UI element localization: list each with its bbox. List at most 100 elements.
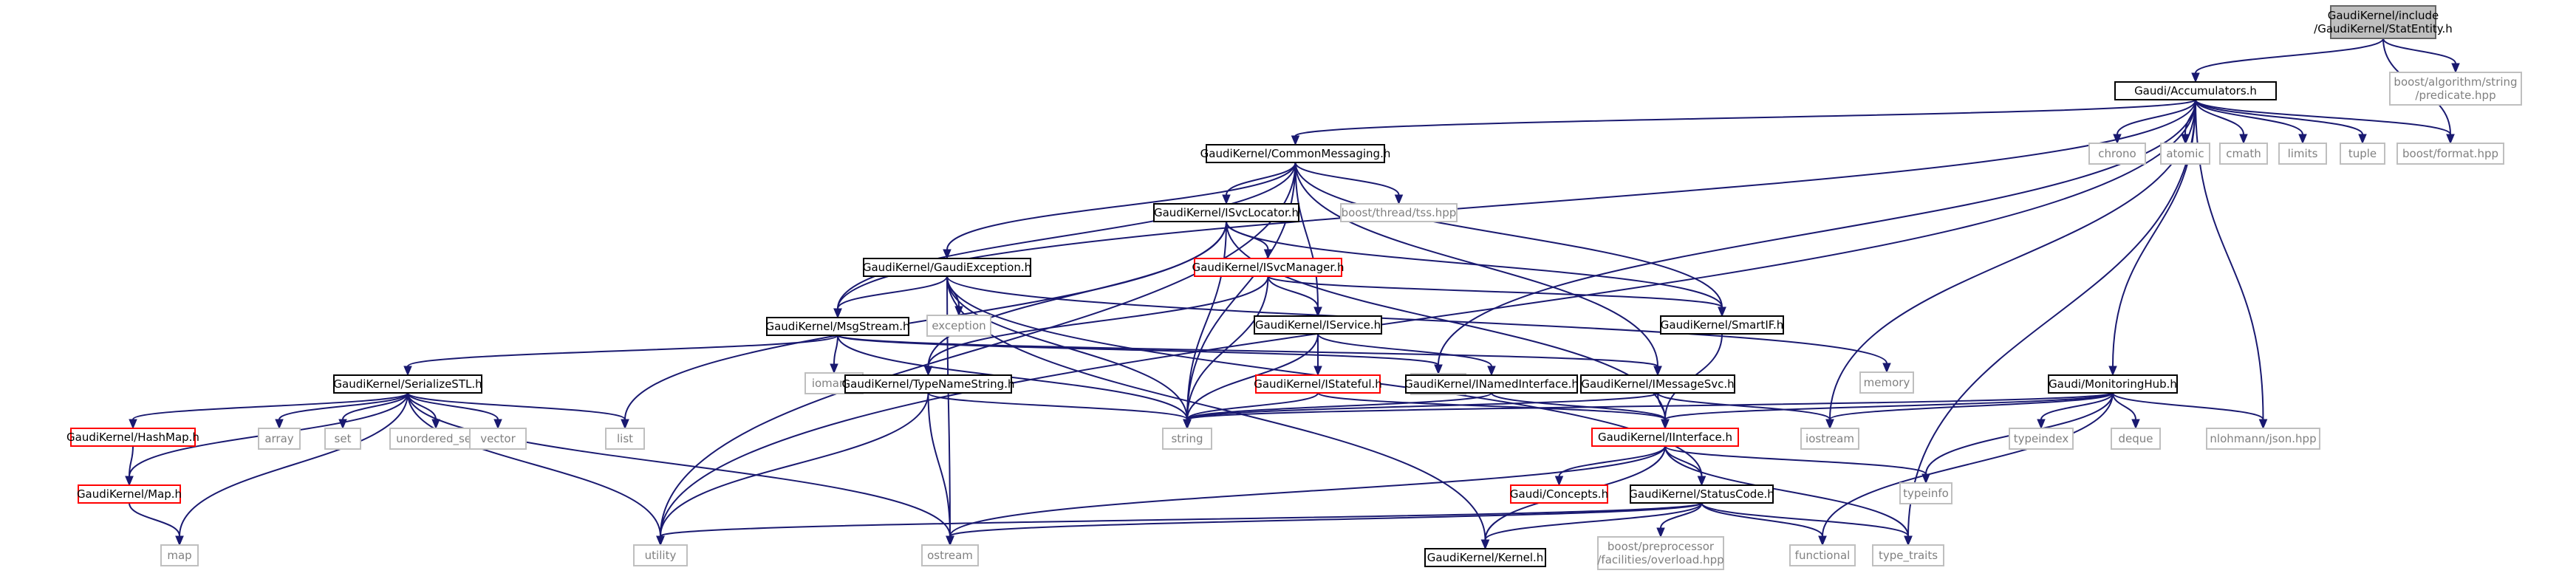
edge-arrowhead [1921, 473, 1930, 484]
edge-arrowhead [1222, 194, 1231, 205]
node-cm[interactable]: GaudiKernel/CommonMessaging.h [1200, 144, 1391, 163]
edge-arrowhead [656, 535, 665, 547]
node-typeindex: typeindex [2009, 428, 2074, 450]
edge-msgstream-to-sstream [837, 335, 1443, 375]
node-isvcmgr[interactable]: GaudiKernel/ISvcManager.h [1192, 258, 1345, 277]
edge-arrowhead [943, 249, 952, 260]
node-monhub[interactable]: Gaudi/MonitoringHub.h [2048, 374, 2178, 394]
edge-monhub-to-iostream [1825, 392, 2114, 430]
edge-line [1267, 275, 1319, 308]
node-concepts[interactable]: Gaudi/Concepts.h [1510, 484, 1608, 504]
node-box [2114, 81, 2277, 100]
edge-line [1317, 333, 1492, 367]
edge-line [129, 502, 180, 537]
edge-line [1491, 392, 1666, 420]
node-gexc[interactable]: GaudiKernel/GaudiException.h [863, 258, 1031, 277]
edge-line [1186, 221, 1227, 420]
node-memory: memory [1859, 371, 1914, 394]
edge-line [624, 221, 1227, 420]
edge-line [1186, 392, 1492, 420]
edge-line [1829, 392, 2114, 420]
node-box [1872, 544, 1944, 566]
edge-arrowhead [1825, 419, 1834, 430]
edge-arrowhead [1554, 476, 1564, 487]
node-label: GaudiKernel/MsgStream.h [765, 320, 909, 333]
node-label: Gaudi/Accumulators.h [2134, 84, 2257, 97]
edge-line [129, 445, 134, 477]
edge-line [1226, 162, 1296, 196]
edge-acc-to-limits [2195, 99, 2307, 145]
node-inamed[interactable]: GaudiKernel/INamedInterface.h [1404, 374, 1579, 394]
node-box [921, 544, 979, 566]
node-box [1153, 203, 1299, 222]
edge-line [407, 335, 838, 367]
edge-line [407, 392, 499, 420]
edge-acc-to-tuple [2195, 99, 2367, 145]
node-box [2088, 143, 2146, 165]
edge-monhub-to-iinterface [1661, 392, 2114, 430]
edge-arrowhead [125, 476, 134, 487]
node-box [2340, 143, 2385, 165]
node-box [1162, 428, 1212, 450]
node-deque: deque [2111, 428, 2161, 450]
edge-line [1186, 392, 1658, 420]
edge-line [279, 392, 409, 420]
node-acc[interactable]: Gaudi/Accumulators.h [2114, 81, 2277, 100]
edge-arrowhead [1263, 249, 1273, 260]
node-label: ostream [927, 549, 973, 562]
node-iservice[interactable]: GaudiKernel/IService.h [1254, 315, 1382, 335]
edge-line [1664, 392, 2114, 420]
node-label: boost/preprocessor [1608, 540, 1715, 553]
node-box [1580, 374, 1735, 394]
node-box [1510, 484, 1608, 504]
edge-isvcmgr-to-smartif [1267, 275, 1726, 318]
edge-statuscode-to-type_traits [1701, 502, 1913, 547]
node-box [1630, 484, 1774, 504]
edge-hashmap-to-map_h [125, 445, 134, 487]
node-box [2111, 428, 2161, 450]
node-tns[interactable]: GaudiKernel/TypeNameString.h [842, 374, 1015, 394]
edges-layer [125, 38, 2460, 550]
node-label: typeindex [2014, 432, 2069, 445]
edge-arrowhead [1718, 306, 1726, 318]
edge-acc-to-format [2195, 99, 2455, 145]
edge-cm-to-imsgsvc [1294, 162, 1662, 377]
node-box [2396, 143, 2504, 165]
edge-line [1317, 392, 1666, 420]
node-isvcloc[interactable]: GaudiKernel/ISvcLocator.h [1153, 203, 1299, 222]
edge-arrowhead [129, 419, 137, 430]
node-iinterface[interactable]: GaudiKernel/IInterface.h [1591, 428, 1739, 447]
edge-arrowhead [923, 366, 933, 377]
node-box [160, 544, 199, 566]
edge-monhub-to-typeindex [2037, 392, 2114, 430]
edge-line [2117, 99, 2196, 135]
node-imsgsvc[interactable]: GaudiKernel/IMessageSvc.h [1580, 374, 1735, 394]
edge-stat-to-acc [2191, 38, 2384, 83]
edge-line [342, 392, 409, 420]
node-hashmap[interactable]: GaudiKernel/HashMap.h [66, 428, 199, 447]
edge-line [1484, 502, 1703, 541]
node-serstl[interactable]: GaudiKernel/SerializeSTL.h [333, 374, 482, 394]
edge-line [1186, 392, 2114, 420]
edge-gexc-to-msgstream [833, 275, 948, 319]
node-label: memory [1864, 376, 1910, 389]
edge-monhub-to-string [1183, 392, 2114, 430]
node-pred: boost/algorithm/string/predicate.hpp [2389, 72, 2522, 106]
node-box [258, 428, 301, 450]
node-string: string [1162, 428, 1212, 450]
node-kernel[interactable]: GaudiKernel/Kernel.h [1424, 548, 1546, 567]
node-statuscode[interactable]: GaudiKernel/StatusCode.h [1629, 484, 1774, 504]
node-msgstream[interactable]: GaudiKernel/MsgStream.h [765, 317, 910, 336]
node-label: map [167, 549, 191, 562]
node-map_h[interactable]: GaudiKernel/Map.h [77, 484, 182, 504]
node-box [844, 374, 1012, 394]
node-stat[interactable]: GaudiKernel/include/GaudiKernel/StatEnti… [2314, 5, 2453, 39]
node-label: boost/algorithm/string [2394, 75, 2517, 89]
edge-line [1294, 162, 1400, 196]
node-smartif[interactable]: GaudiKernel/SmartIF.h [1660, 315, 1784, 335]
edge-line [660, 99, 2196, 537]
edge-serstl-to-ostream [407, 392, 954, 547]
edge-serstl-to-set [338, 392, 409, 430]
edge-serstl-to-hashmap [129, 392, 409, 430]
node-istateful[interactable]: GaudiKernel/IStateful.h [1254, 374, 1382, 394]
